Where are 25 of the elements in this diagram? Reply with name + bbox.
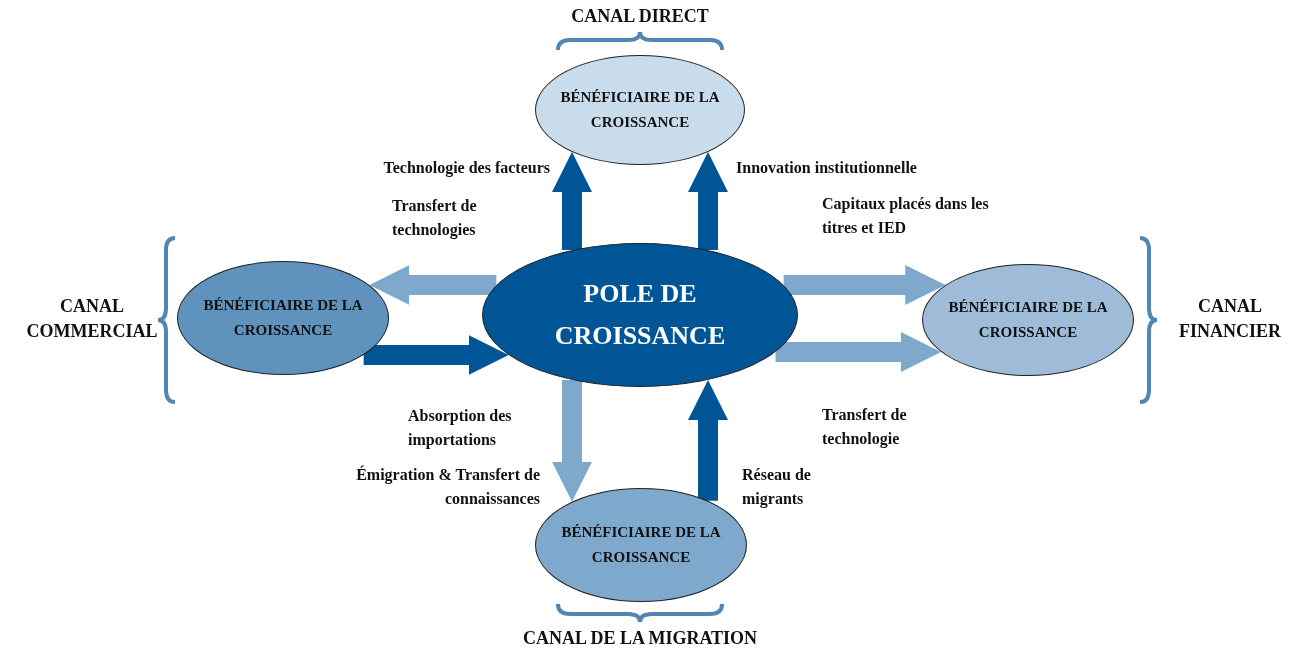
arrow-label: Réseau de migrants — [742, 465, 812, 510]
channel-label: CANAL DE LA MIGRATION — [521, 627, 759, 650]
node-label: BÉNÉFICIAIRE DE LA CROISSANCE — [202, 296, 364, 340]
arrow-label: Innovation institutionnelle — [736, 158, 918, 178]
node-label: BÉNÉFICIAIRE DE LA CROISSANCE — [560, 523, 722, 567]
channel-label: CANAL COMMERCIAL — [25, 295, 159, 344]
block-arrow — [363, 335, 509, 375]
block-arrow — [775, 332, 941, 372]
node-label: POLE DE CROISSANCE — [553, 278, 727, 352]
block-arrow — [783, 265, 946, 305]
block-arrow — [552, 151, 592, 250]
node-label: BÉNÉFICIAIRE DE LA CROISSANCE — [947, 298, 1109, 342]
block-arrow — [688, 380, 728, 501]
arrow-label: Technologie des facteurs — [382, 158, 550, 179]
channel-label: CANAL DIRECT — [570, 5, 710, 28]
arrow-label: Transfert de technologies — [392, 196, 478, 241]
block-arrow — [369, 265, 497, 305]
arrow-label: Transfert de technologie — [822, 405, 908, 450]
channel-label: CANAL FINANCIER — [1178, 295, 1282, 344]
block-arrow — [688, 151, 728, 250]
arrow-label: Absorption des importations — [408, 406, 513, 451]
node-label: BÉNÉFICIAIRE DE LA CROISSANCE — [559, 88, 721, 132]
block-arrow — [552, 380, 592, 502]
arrow-label: Émigration & Transfert de connaissances — [355, 464, 540, 509]
arrow-label: Capitaux placés dans les titres et IED — [822, 194, 990, 238]
